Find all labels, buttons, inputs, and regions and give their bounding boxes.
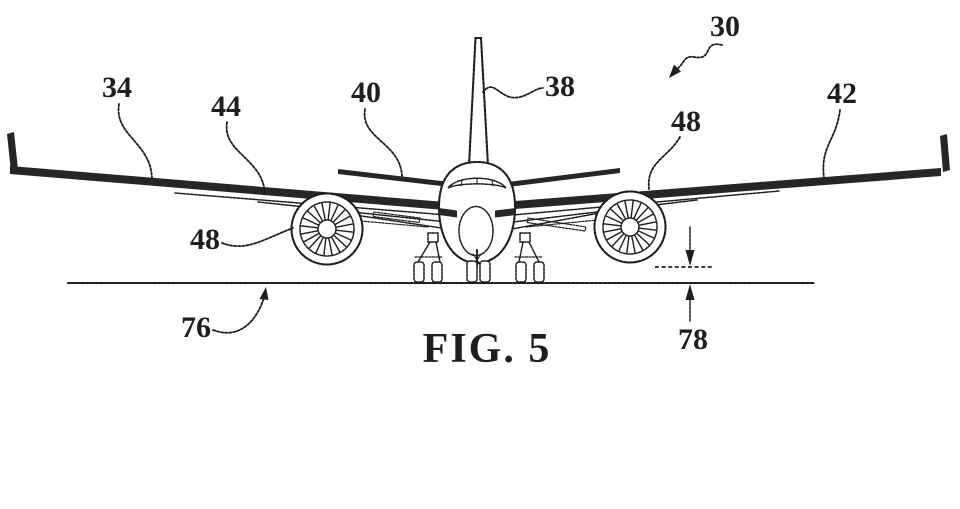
ref-label-48-left: 48 [190, 223, 220, 256]
right-wing-root-joint [495, 208, 516, 218]
nose-wheel-right [479, 260, 491, 283]
ref-label-38: 38 [545, 70, 575, 103]
leader-34 [117, 103, 153, 180]
right-main-wheel-inner [515, 261, 527, 283]
leader-44 [225, 121, 266, 195]
left-winglet [7, 132, 18, 172]
right-flap-fairing [526, 217, 587, 232]
right-engine-fan-blades [603, 200, 657, 254]
landing-gear [413, 232, 545, 283]
left-wing-leading-edge-band [10, 166, 445, 210]
ref-label-44: 44 [211, 90, 241, 123]
nose-wheel-left [466, 260, 478, 283]
ref-label-78: 78 [678, 323, 708, 356]
leader-42 [822, 109, 841, 179]
right-engine [593, 190, 667, 264]
leader-lines [117, 43, 841, 334]
right-main-wheel-outer [533, 261, 545, 283]
up-arrow-icon [685, 284, 695, 300]
leader-30-arrowhead [669, 64, 681, 78]
right-winglet [940, 134, 950, 172]
leader-48-right [647, 136, 681, 190]
left-engine-fan-blades [300, 202, 354, 256]
leader-40 [363, 108, 403, 177]
down-arrow-icon [685, 250, 695, 266]
left-engine [290, 192, 364, 266]
vertical-stabilizer [467, 36, 490, 168]
leader-30 [676, 43, 723, 70]
left-main-wheel-inner [431, 261, 443, 283]
left-flap-fairing [372, 211, 421, 224]
ref-label-30: 30 [710, 10, 740, 43]
horizontal-stabilizer [338, 168, 620, 187]
figure-caption: FIG. 5 [422, 326, 552, 372]
leader-48-left [221, 227, 294, 248]
ref-label-76: 76 [181, 311, 211, 344]
left-wing-root-joint [439, 208, 457, 218]
ref-label-48-right: 48 [671, 105, 701, 138]
right-wing [511, 134, 950, 232]
fuselage [437, 160, 517, 265]
ref-label-34: 34 [102, 71, 132, 104]
clearance-dimension [655, 226, 714, 322]
left-engine-hub [317, 219, 337, 239]
left-main-wheel-outer [413, 261, 425, 283]
nose-radome [458, 205, 494, 257]
right-engine-inlet-ring [602, 199, 658, 255]
left-wing [7, 132, 449, 230]
leader-38 [482, 86, 544, 99]
left-engine-inlet-ring [299, 201, 355, 257]
leader-76-arrowhead [259, 287, 269, 300]
ref-label-40: 40 [351, 76, 381, 109]
leader-76 [212, 293, 266, 334]
right-engine-hub [620, 217, 640, 237]
ref-label-42: 42 [827, 77, 857, 110]
